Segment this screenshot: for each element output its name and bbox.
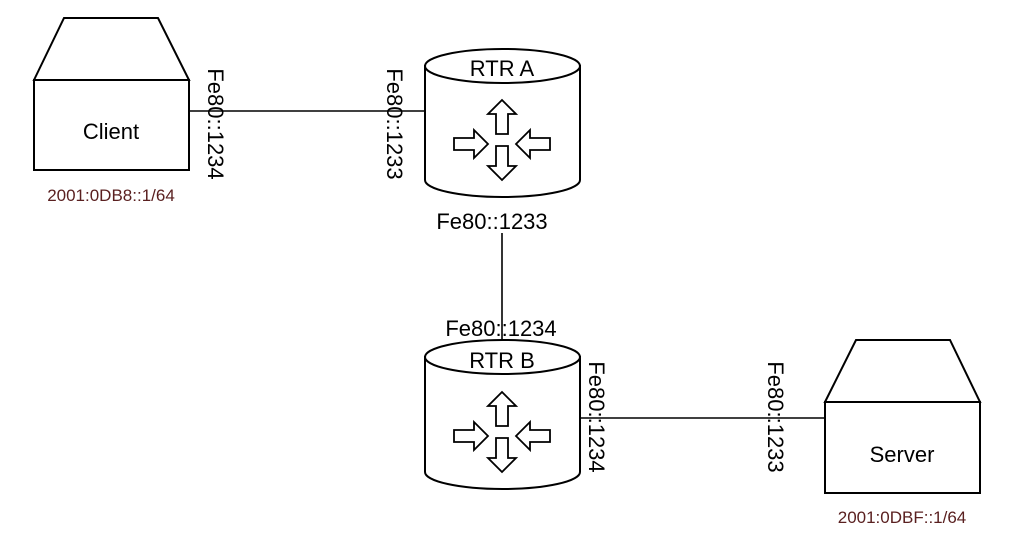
client-label: Client — [83, 119, 139, 144]
router-b-node[interactable]: RTR B — [424, 339, 581, 490]
rtr-b-east-interface-label: Fe80::1234 — [584, 361, 609, 472]
router-a-top — [424, 48, 581, 84]
router-a-label: RTR A — [470, 56, 535, 81]
client-interface-label: Fe80::1234 — [203, 68, 228, 179]
server-top — [823, 339, 982, 403]
router-b-top — [424, 339, 581, 375]
rtr-b-north-interface-label: Fe80::1234 — [445, 316, 556, 341]
server-label: Server — [870, 442, 935, 467]
server-interface-label: Fe80::1233 — [763, 361, 788, 472]
router-a-node[interactable]: RTR A — [424, 48, 581, 198]
server-node[interactable]: Server — [823, 339, 982, 494]
client-address: 2001:0DB8::1/64 — [47, 186, 175, 205]
rtr-a-south-interface-label: Fe80::1233 — [436, 209, 547, 234]
client-body — [33, 79, 190, 171]
rtr-a-west-interface-label: Fe80::1233 — [382, 68, 407, 179]
client-top — [32, 17, 191, 81]
server-address: 2001:0DBF::1/64 — [838, 508, 967, 527]
client-node[interactable]: Client — [32, 17, 191, 171]
router-b-label: RTR B — [469, 348, 535, 373]
server-body — [824, 401, 981, 494]
